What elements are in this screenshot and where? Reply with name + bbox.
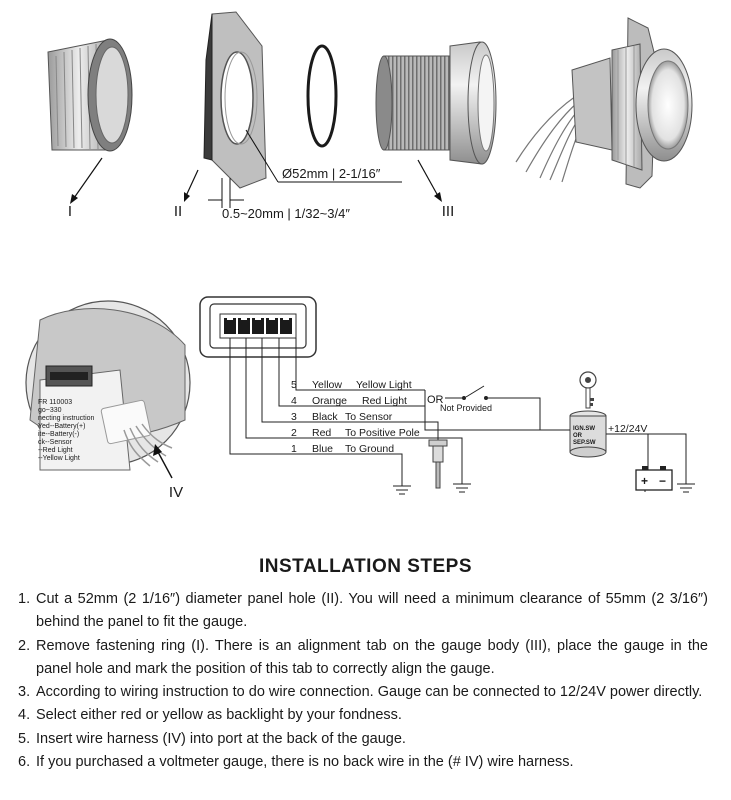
sticker-line: --Yellow Light (38, 455, 80, 462)
step-number: 4. (18, 707, 31, 724)
wire-labels: 5 Yellow Yellow Light 4 Orange Red Light… (291, 379, 420, 455)
wire-color: Black (312, 411, 338, 423)
step-number: 6. (18, 754, 31, 771)
installation-diagram: I II 0.5~20mm | 1/32~3/4″ Ø52mm | 2-1/16… (25, 11, 695, 501)
body-label: III (442, 203, 455, 220)
wire-func: To Positive Pole (345, 427, 420, 439)
ground-icon (453, 483, 471, 493)
switch-or-label: OR (573, 433, 583, 439)
step-number: 2. (18, 637, 31, 654)
step-text: Cut a 52mm (2 1/16″) diameter panel hole… (36, 591, 708, 631)
wire-num: 3 (291, 411, 297, 423)
installation-steps-list: 1. Cut a 52mm (2 1/16″) diameter panel ho… (18, 588, 708, 774)
sticker-line: ite--Battery(-) (38, 431, 79, 438)
wire-num: 5 (291, 379, 297, 391)
hole-dimension: Ø52mm | 2-1/16″ (282, 166, 381, 181)
sticker-line: ck--Sensor (38, 439, 73, 446)
step-text: Select either red or yellow as backlight… (36, 707, 402, 724)
wire-func: To Ground (345, 443, 394, 455)
step-number: 1. (18, 591, 31, 607)
list-item: 1. Cut a 52mm (2 1/16″) diameter panel ho… (18, 588, 708, 635)
step-text: According to wiring instruction to do wi… (36, 684, 703, 701)
sensor-probe (428, 439, 448, 489)
assembled-gauge (515, 17, 693, 189)
wire-lines (229, 338, 463, 486)
wire-color: Blue (312, 443, 333, 455)
battery-icon: + − (635, 434, 673, 491)
sticker-line: Yed--Battery(+) (38, 423, 85, 430)
step-text: Insert wire harness (IV) into port at th… (36, 730, 406, 747)
panel-label: II (174, 203, 182, 220)
wire-num: 1 (291, 443, 297, 455)
optional-switch: OR Not Provided (427, 385, 574, 431)
wire-func: Red Light (362, 395, 407, 407)
step-number: 5. (18, 730, 31, 747)
step-number: 3. (18, 684, 31, 701)
wire-num: 2 (291, 427, 297, 439)
o-ring (306, 44, 338, 148)
fastening-ring (47, 38, 133, 152)
wire-func: Yellow Light (356, 379, 412, 391)
key-icon (579, 371, 597, 409)
not-provided-label: Not Provided (440, 403, 492, 413)
thickness-dimension: 0.5~20mm | 1/32~3/4″ (222, 206, 350, 221)
step-text: If you purchased a voltmeter gauge, ther… (36, 754, 574, 771)
wire-num: 4 (291, 395, 297, 407)
or-label: OR (427, 394, 444, 406)
voltage-label: +12/24V (608, 423, 647, 435)
installation-steps-title: INSTALLATION STEPS (258, 556, 473, 577)
sticker-line: FR 110003 (38, 399, 72, 406)
wire-func: To Sensor (345, 411, 393, 423)
sep-sw-label: SEP.SW (573, 440, 596, 446)
gauge-body (375, 41, 497, 165)
wire-color: Red (312, 427, 331, 439)
wire-color: Orange (312, 395, 347, 407)
sticker-line: go~330 (38, 407, 62, 414)
mounting-panel (203, 11, 267, 189)
ignition-switch: IGN.SW OR SEP.SW (569, 410, 607, 458)
ring-label: I (68, 203, 72, 220)
sticker-line: necting instruction (38, 415, 95, 422)
wire-color: Yellow (312, 379, 342, 391)
battery-plus: + (641, 474, 648, 488)
list-item: 6. If you purchased a voltmeter gauge, th… (18, 751, 708, 774)
wiring-connector (199, 296, 317, 358)
harness-zoom: FR 110003 go~330 necting instruction Yed… (25, 300, 191, 471)
sticker-line: --Red Light (38, 447, 73, 454)
step-text: Remove fastening ring (I). There is an a… (36, 637, 708, 677)
harness-label: IV (169, 484, 183, 501)
ign-sw-label: IGN.SW (573, 426, 595, 432)
list-item: 4. Select either red or yellow as backlig… (18, 704, 708, 727)
list-item: 2. Remove fastening ring (I). There is an… (18, 635, 708, 682)
ground-icon (677, 483, 695, 493)
ground-symbols (393, 483, 695, 495)
list-item: 3. According to wiring instruction to do … (18, 681, 708, 704)
list-item: 5. Insert wire harness (IV) into port at … (18, 728, 708, 751)
ground-icon (393, 485, 411, 495)
battery-minus: − (659, 474, 666, 488)
